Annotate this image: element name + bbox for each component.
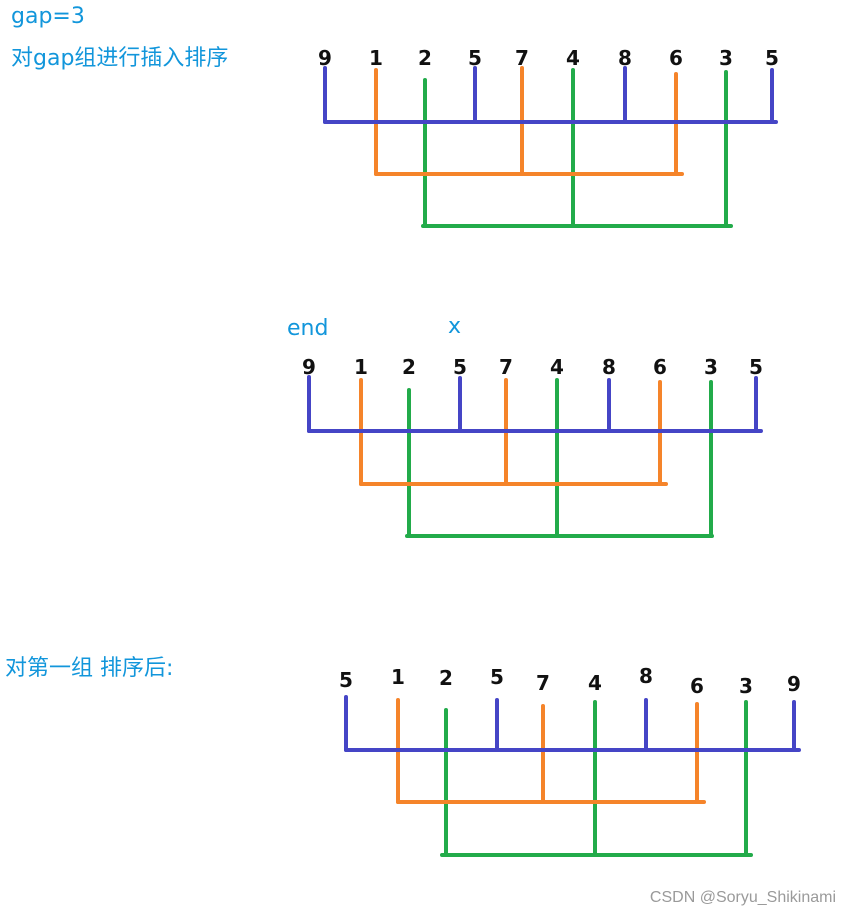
array-element-label: 3: [739, 674, 753, 698]
array-element-label: 1: [391, 665, 405, 689]
array-element-label: 8: [618, 46, 632, 70]
array-element-label: 5: [490, 665, 504, 689]
array-element-label: 2: [418, 46, 432, 70]
array-element-label: 1: [369, 46, 383, 70]
array-element-label: 3: [719, 46, 733, 70]
array-element-label: 7: [499, 355, 513, 379]
array-element-label: 2: [402, 355, 416, 379]
group-sort-label: 对gap组进行插入排序: [11, 46, 229, 71]
array-element-label: 5: [468, 46, 482, 70]
array-element-label: 6: [690, 674, 704, 698]
array-element-label: 6: [653, 355, 667, 379]
watermark: CSDN @Soryu_Shikinami: [649, 889, 836, 906]
array-element-label: 9: [302, 355, 316, 379]
array-element-label: 7: [515, 46, 529, 70]
array-element-label: 2: [439, 666, 453, 690]
array-element-label: 7: [536, 671, 550, 695]
array-element-label: 8: [602, 355, 616, 379]
after-sort-label: 对第一组 排序后:: [5, 656, 174, 681]
array-element-label: 5: [453, 355, 467, 379]
array-element-label: 9: [787, 672, 801, 696]
array-element-label: 1: [354, 355, 368, 379]
gap-label: gap=3: [11, 4, 85, 29]
array-element-label: 5: [339, 668, 353, 692]
x-label: x: [448, 314, 462, 339]
array-element-label: 4: [566, 46, 580, 70]
array-element-label: 5: [749, 355, 763, 379]
array-element-label: 5: [765, 46, 779, 70]
array-element-label: 4: [588, 671, 602, 695]
array-element-label: 4: [550, 355, 564, 379]
array-element-label: 6: [669, 46, 683, 70]
array-element-label: 8: [639, 664, 653, 688]
array-element-label: 3: [704, 355, 718, 379]
array-element-label: 9: [318, 46, 332, 70]
end-label: end: [287, 316, 329, 341]
